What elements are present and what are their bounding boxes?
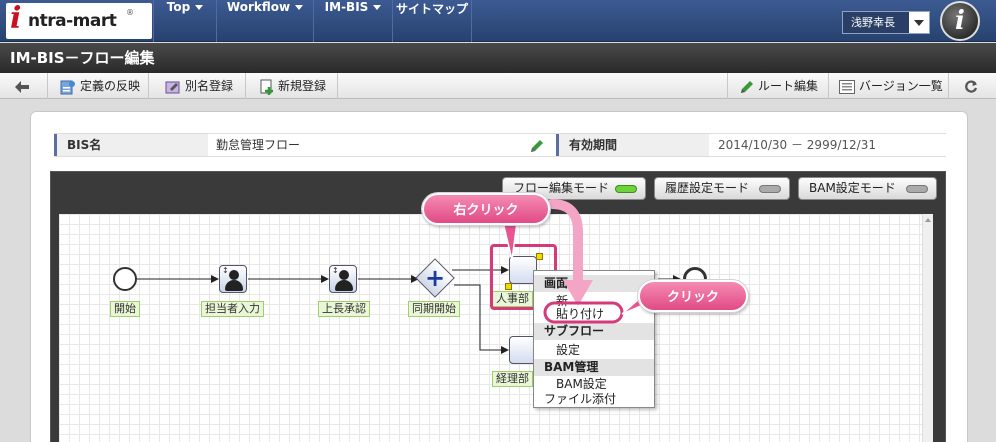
flow-edit-mode-button[interactable]: フロー編集モード [502,177,646,200]
pencil-icon [741,80,753,93]
menu-header-screen: 画面 [534,275,654,292]
chevron-down-icon [295,5,304,10]
bam-mode-label: BAM設定モード [809,181,896,195]
version-list-label: バージョン一覧 [859,79,943,93]
period-value: 2014/10/30 － 2999/12/31 [718,138,876,152]
user-body-icon [335,280,353,291]
logo-registered: ® [126,8,134,17]
connector-line [454,284,509,354]
arrows-icon: ↕ [332,266,339,275]
edit-pencil-icon[interactable] [530,139,544,153]
refresh-button[interactable] [948,73,996,99]
arrows-icon: ↕ [222,266,229,275]
context-menu: 画面 新 貼り付け サブフロー 設定 BAM管理 BAM設定 ファイル添付 [533,270,655,408]
chevron-down-icon [195,5,204,10]
bis-info-bar: BIS名 勤怠管理フロー 有効期間 2014/10/30 － 2999/12/3… [54,133,946,157]
back-button[interactable] [0,73,48,99]
page-title: IM-BIS－フロー編集 [0,43,996,73]
flow-canvas[interactable] [59,214,933,442]
route-edit-label: ルート編集 [758,79,819,93]
user-head-icon [229,270,239,280]
logo-letter: i [10,1,22,36]
nav-im-bis[interactable]: IM-BIS [313,0,392,42]
alias-register-label: 別名登録 [185,79,234,93]
click-callout: クリック [638,280,748,312]
menu-header-bam: BAM管理 [534,359,654,376]
alias-register-button[interactable]: 別名登録 [149,73,246,99]
new-register-label: 新規登録 [278,79,327,93]
menu-item-file-attach[interactable]: ファイル添付 [544,392,617,406]
history-mode-label: 履歴設定モード [665,181,750,195]
nav-im-bis-label: IM-BIS [324,0,369,14]
start-node[interactable] [113,267,137,291]
apply-definition-label: 定義の反映 [80,79,141,93]
menu-item-bam-setting[interactable]: BAM設定 [556,377,607,391]
arrow-head [563,280,593,306]
arrow-left-icon [14,80,29,93]
alias-register-icon [165,81,180,93]
nav-sitemap-label: サイトマップ [395,2,468,16]
hr-task-node[interactable] [509,256,537,284]
hr-task-label: 人事部 [492,291,533,307]
paste-highlight-ring [543,301,624,324]
user-name: 浅野幸長 [851,16,895,29]
nav-sitemap[interactable]: サイトマップ [392,0,472,42]
mode-inactive-indicator [906,185,928,193]
refresh-icon [964,79,977,93]
nav-workflow[interactable]: Workflow [216,0,313,42]
flow-edit-mode-label: フロー編集モード [513,181,610,195]
start-node-label: 開始 [110,301,140,317]
resize-handle[interactable] [536,253,543,260]
top-navigation: i ntra-mart ® Top Workflow IM-BIS サイトマップ… [0,0,996,42]
menu-item-paste[interactable]: 貼り付け [556,307,605,321]
info-icon[interactable]: i [940,1,980,41]
logo-text: ntra-mart [28,11,117,31]
bam-mode-button[interactable]: BAM設定モード [798,177,937,200]
nav-workflow-label: Workflow [226,0,291,14]
vertical-scrollbar[interactable] [922,214,933,442]
mode-inactive-indicator [759,185,781,193]
mode-active-indicator [615,185,637,193]
user-body-icon [225,280,243,291]
approval-task-label: 上長承認 [318,301,370,317]
accounting-task-label: 経理部 [492,371,533,387]
chevron-down-icon [909,12,929,33]
accounting-task-node[interactable] [509,336,537,364]
approval-task-node[interactable]: ↕ [329,265,357,293]
user-head-icon [339,270,349,280]
intra-mart-logo[interactable]: i ntra-mart ® [6,1,152,39]
nav-top-label: Top [166,0,191,14]
plus-icon: + [424,264,446,292]
period-label: 有効期間 [556,134,709,156]
route-edit-button[interactable]: ルート編集 [727,73,828,99]
version-list-button[interactable]: バージョン一覧 [828,73,948,99]
callout-pointer [502,221,518,261]
resize-handle[interactable] [505,283,512,290]
chevron-down-icon [373,5,382,10]
user-dropdown[interactable]: 浅野幸長 [842,11,930,34]
menu-header-subflow: サブフロー [534,323,654,340]
new-document-icon [260,79,273,95]
right-click-callout: 右クリック [422,193,550,225]
nav-top[interactable]: Top [153,0,216,42]
list-icon [839,79,855,94]
menu-item-subflow-setting[interactable]: 設定 [556,343,581,357]
curved-arrow [547,199,583,287]
apply-definition-button[interactable]: 定義の反映 [48,73,149,99]
sync-gateway-label: 同期開始 [408,301,460,317]
apply-definition-icon [60,80,75,94]
new-register-button[interactable]: 新規登録 [246,73,338,99]
applicant-task-label: 担当者入力 [201,301,264,317]
toolbar: 定義の反映 別名登録 新規登録 ルート編集 バージョン一覧 [0,73,996,99]
bis-name-value: 勤怠管理フロー [216,138,301,152]
history-mode-button[interactable]: 履歴設定モード [654,177,790,200]
applicant-task-node[interactable]: ↕ [219,265,247,293]
bis-name-label: BIS名 [54,134,208,156]
